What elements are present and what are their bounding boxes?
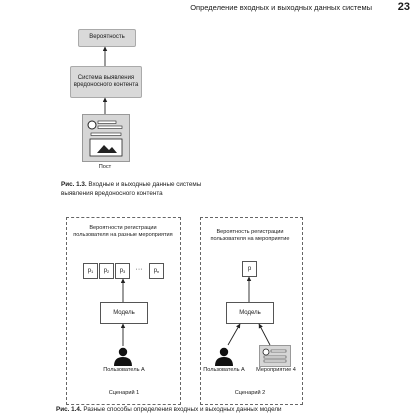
scenario-1-model-box: Модель: [100, 302, 148, 324]
scenario-2-event-to-model-arrow: [258, 323, 271, 346]
running-header-title: Определение входных и выходных данных си…: [190, 3, 372, 12]
probability-ellipsis: ···: [135, 266, 143, 273]
scenario-2-event-label: Мероприятие 4: [256, 367, 296, 373]
scenario-2-user-label: Пользователь A: [203, 367, 245, 373]
detection-system-label: Система выявления вредоносного контента: [73, 74, 139, 89]
scenario-2-title: Вероятность регистрации пользователя на …: [210, 229, 290, 243]
scenario-1-title: Вероятности регистрации пользователя на …: [73, 225, 173, 239]
probability-output-box: Вероятность: [78, 29, 136, 47]
probability-output-label: Вероятность: [89, 34, 125, 41]
figure-1-3-caption: Рис. 1.3. Входные и выходные данные сист…: [61, 181, 301, 198]
scenario-2-frame: [200, 217, 303, 405]
scenario-2-user-icon: [215, 347, 233, 366]
event-card: [259, 345, 291, 367]
event-card-icon: [262, 348, 287, 363]
detection-system-box: Система выявления вредоносного контента: [70, 66, 142, 98]
figure-1-3-caption-line2: выявления вредоносного контента: [61, 189, 163, 197]
figure-1-3-caption-prefix: Рис. 1.3.: [61, 181, 87, 188]
scenario-2-model-label: Модель: [239, 310, 261, 316]
figure-1-3-caption-line1: Входные и выходные данные системы: [88, 181, 202, 188]
post-card-icon: [87, 120, 123, 157]
scenario-1-frame: [66, 217, 181, 405]
scenario-2-label: Сценарий 2: [234, 390, 266, 396]
scenario-2-user-to-model-arrow: [227, 323, 241, 346]
scenario-2-model-box: Модель: [226, 302, 274, 324]
figure-1-4-caption-text: Разные способы определения входных и вых…: [83, 406, 282, 413]
figure-1-4-caption: Рис. 1.4. Разные способы определения вхо…: [56, 406, 376, 415]
scenario-2-probability-box: p: [242, 261, 257, 277]
scenario-1-user-label: Пользователь A: [103, 367, 145, 373]
figure-1-4-caption-prefix: Рис. 1.4.: [56, 406, 82, 413]
post-card: [82, 114, 130, 162]
scenario-1-label: Сценарий 1: [108, 390, 140, 396]
scenario-1-model-label: Модель: [113, 310, 135, 316]
scenario-1-user-icon: [114, 347, 132, 366]
post-label: Пост: [98, 164, 112, 170]
page-number: 23: [397, 1, 410, 13]
